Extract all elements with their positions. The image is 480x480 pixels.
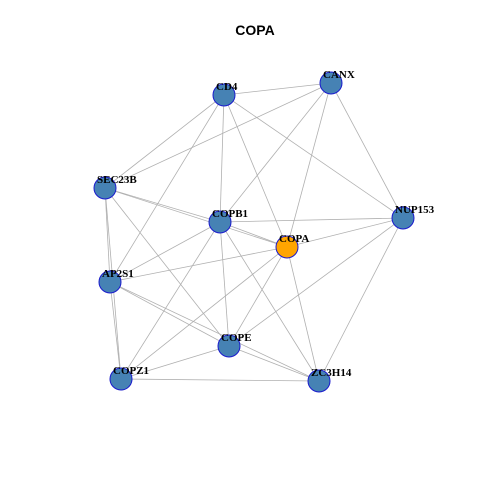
edge-sec23b-cope [104,187,230,347]
edge-copz1-zc3h14 [120,378,320,382]
node-nup153 [391,206,415,230]
node-copb1 [208,210,232,234]
node-label-sec23b: SEC23B [97,174,137,186]
node-label-copb1: COPB1 [212,208,248,220]
node-label-zc3h14: ZC3H14 [311,367,352,379]
node-sec23b [93,176,117,200]
edge-canx-sec23b [104,82,332,189]
edge-cd4-sec23b [104,94,225,189]
edge-canx-nup153 [330,82,404,219]
edge-copa-zc3h14 [286,246,320,382]
edge-sec23b-ap2s1 [104,187,111,283]
edge-nup153-zc3h14 [318,217,404,382]
node-zc3h14 [307,369,331,393]
node-label-canx: CANX [323,69,355,81]
edge-copa-cope [228,246,288,347]
node-canx [319,71,343,95]
edge-cd4-ap2s1 [109,94,225,283]
edge-copb1-copa [219,221,288,248]
edge-ap2s1-copz1 [109,281,122,380]
edge-cd4-copa [223,94,288,248]
edge-copb1-cope [219,221,230,347]
node-label-cope: COPE [221,332,252,344]
edge-copb1-nup153 [219,217,404,223]
edge-sec23b-copa [104,187,288,248]
edge-ap2s1-cope [109,281,230,347]
edge-copa-ap2s1 [109,246,288,283]
edge-nup153-cope [228,217,404,347]
edge-sec23b-copb1 [104,187,221,223]
edge-cd4-nup153 [223,94,404,219]
node-label-copa: COPA [279,233,309,245]
edge-copa-nup153 [286,217,404,248]
nodes-layer [93,71,415,393]
edge-ap2s1-zc3h14 [109,281,320,382]
edge-copb1-zc3h14 [219,221,320,382]
node-label-copz1: COPZ1 [113,365,149,377]
edge-cd4-canx [223,82,332,96]
edge-cd4-copb1 [219,94,225,223]
node-copz1 [109,367,133,391]
node-copa [275,235,299,259]
node-ap2s1 [98,270,122,294]
edge-cope-copz1 [120,345,230,380]
node-label-cd4: CD4 [216,81,238,93]
node-cope [217,334,241,358]
edge-copb1-copz1 [120,221,221,380]
node-cd4 [212,83,236,107]
node-label-ap2s1: AP2S1 [102,268,134,280]
edge-canx-copa [286,82,332,248]
edge-cope-zc3h14 [228,345,320,382]
node-label-nup153: NUP153 [395,204,435,216]
graph-title: COPA [235,22,274,38]
edge-copa-copz1 [120,246,288,380]
edge-copb1-ap2s1 [109,221,221,283]
edge-canx-copb1 [219,82,332,223]
